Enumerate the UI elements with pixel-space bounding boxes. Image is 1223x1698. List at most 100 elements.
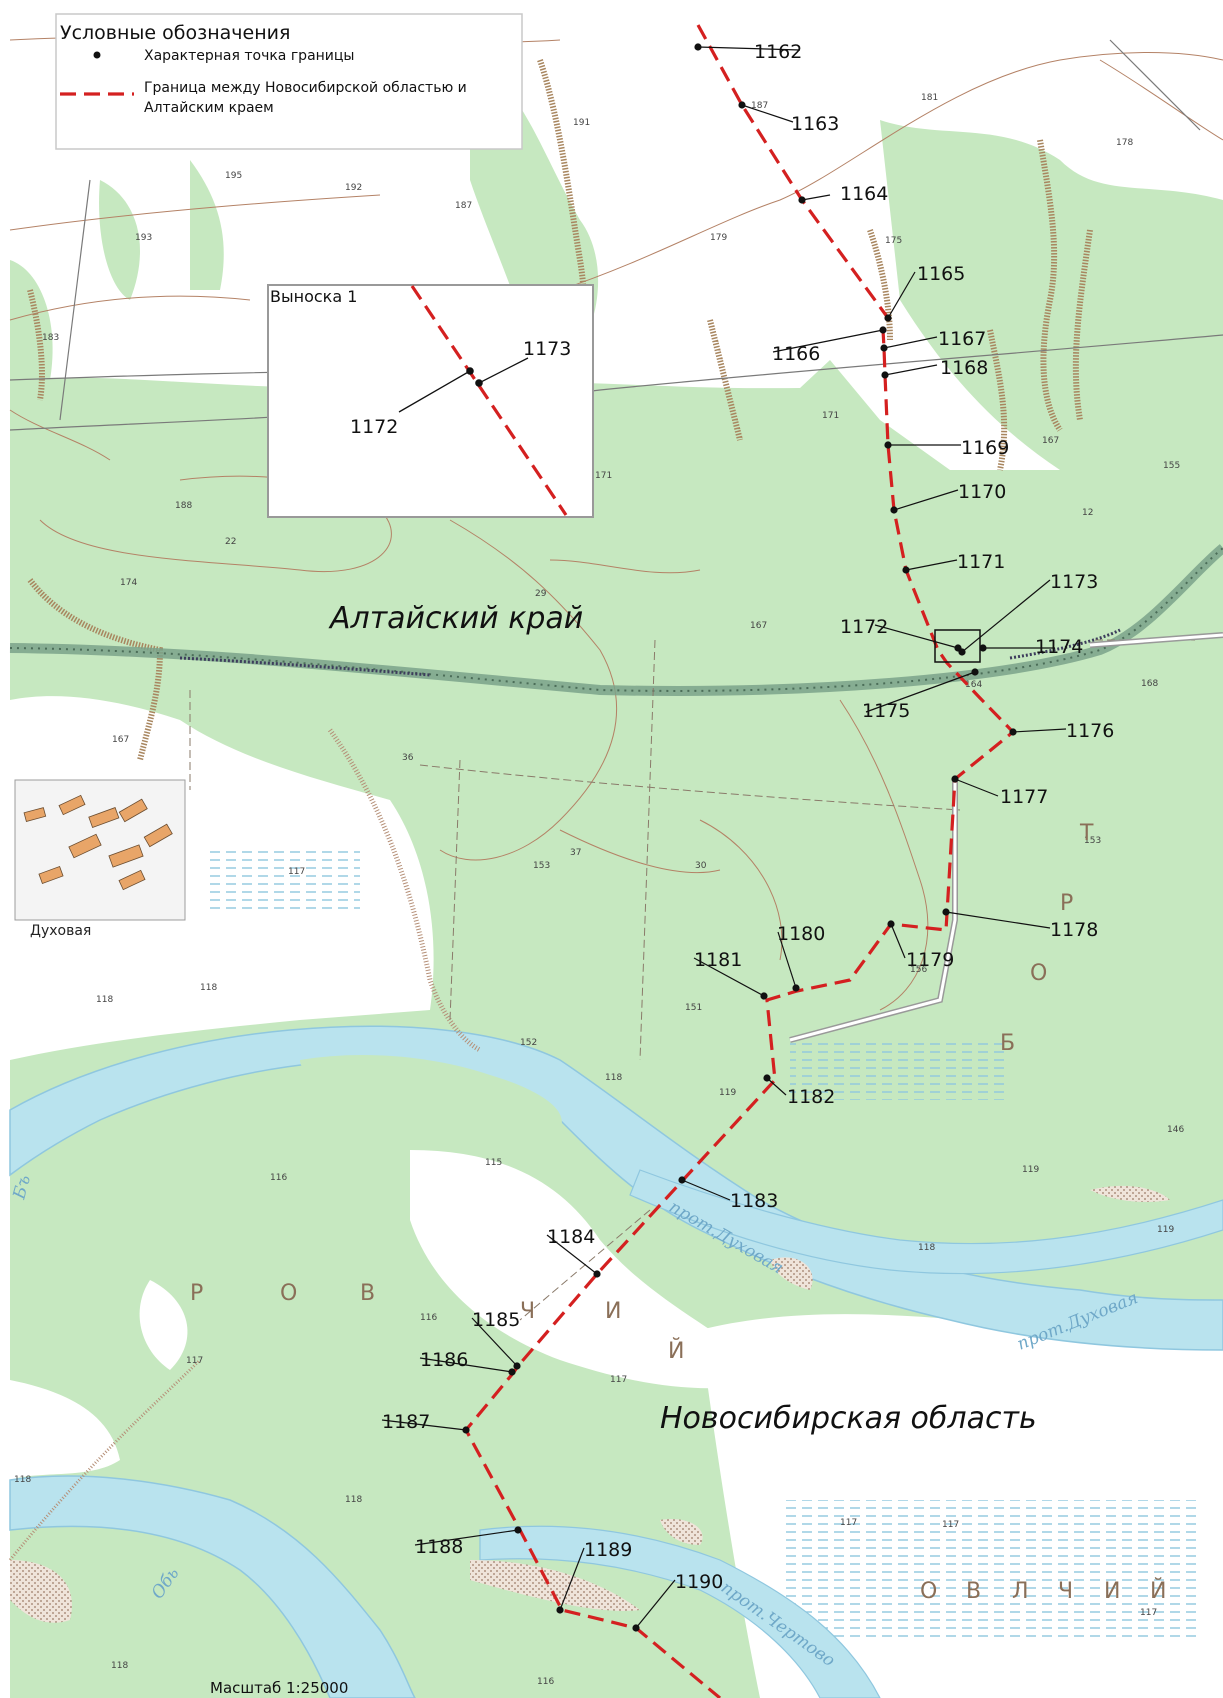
boundary-point-label-1177: 1177 (1000, 786, 1048, 808)
boundary-point-1183 (678, 1176, 686, 1184)
forest-letter: О (920, 1579, 937, 1604)
railway-section (1009, 628, 1121, 660)
boundary-point-label-1168: 1168 (940, 357, 988, 379)
boundary-point-1167 (880, 344, 888, 352)
escarpment (8, 1358, 202, 1561)
boundary-point-1190 (632, 1624, 640, 1632)
boundary-point-label-1175: 1175 (862, 700, 910, 722)
elevation-label: 192 (345, 183, 362, 193)
clearing (10, 1380, 120, 1480)
sand-bank (10, 1560, 72, 1623)
leader-line-1182 (766, 1077, 787, 1096)
clearing (139, 1280, 188, 1370)
road-fill (789, 780, 957, 1042)
marsh (790, 1040, 1010, 1100)
sand-bank (770, 1257, 813, 1290)
inset-box (267, 284, 594, 518)
elevation-label: 119 (1157, 1225, 1174, 1235)
elevation-label: 153 (1084, 836, 1101, 846)
boundary-point-label-1188: 1188 (415, 1536, 463, 1558)
elevation-label: 146 (1167, 1125, 1184, 1135)
forest-patch (190, 160, 224, 290)
boundary-point-label-1176: 1176 (1066, 720, 1114, 742)
legend-point-symbol (93, 51, 101, 59)
elevation-label: 167 (1042, 436, 1059, 446)
boundary-point-1163 (738, 101, 746, 109)
channel-dukhovaya (629, 1169, 1223, 1275)
elevation-label: 119 (1022, 1165, 1039, 1175)
elevation-label: 193 (135, 233, 152, 243)
elevation-label: 175 (885, 236, 902, 246)
legend-boundary-label-1: Граница между Новосибирской областью и (144, 80, 467, 96)
boundary-point-label-1189: 1189 (584, 1539, 632, 1561)
boundary-point-1166 (879, 326, 887, 334)
elevation-label: 118 (918, 1243, 935, 1253)
boundary-point-label-1186: 1186 (420, 1349, 468, 1371)
inset-title: Выноска 1 (270, 287, 357, 306)
elevation-label: 37 (570, 848, 581, 858)
boundary-point-1174 (979, 644, 987, 652)
scale-label: Масштаб 1:25000 (210, 1679, 348, 1697)
boundary-point-1170 (890, 506, 898, 514)
elevation-label: 156 (910, 965, 927, 975)
elevation-label: 167 (750, 621, 767, 631)
leader-line-1175 (865, 671, 976, 713)
elevation-label: 188 (175, 501, 192, 511)
railway-section (179, 656, 431, 677)
map-area: Духовая 19319519218719118717918117817518… (8, 13, 1223, 1698)
elevation-label: 153 (533, 861, 550, 871)
boundary-points: 1162116311641165116611671168116911701171… (381, 41, 1114, 1632)
boundary-point-label-1165: 1165 (917, 263, 965, 285)
leader-line-1170 (893, 489, 959, 511)
forest-letter: Л (1012, 1579, 1029, 1604)
elevation-label: 155 (1163, 461, 1180, 471)
boundary-point-label-1187: 1187 (382, 1411, 430, 1433)
forest-letter: Й (1150, 1578, 1166, 1604)
leader-line-1186 (419, 1357, 513, 1373)
elevation-label: 12 (1082, 508, 1093, 518)
forest-letter: Р (190, 1281, 203, 1306)
elevation-label: 117 (942, 1520, 959, 1530)
elevation-label: 167 (112, 735, 129, 745)
boundary-point-label-1171: 1171 (957, 551, 1005, 573)
village-name: Духовая (30, 923, 91, 939)
leader-line-1178 (945, 911, 1051, 929)
leader-line-1184 (546, 1234, 598, 1275)
boundary-point-label-1182: 1182 (787, 1086, 835, 1108)
elevation-label: 168 (1141, 679, 1158, 689)
boundary-point-1175 (971, 668, 979, 676)
boundary-point-label-1181: 1181 (694, 949, 742, 971)
boundary-point-label-1184: 1184 (547, 1226, 595, 1248)
boundary-point-label-1179: 1179 (906, 949, 954, 971)
leader-line-1176 (1012, 728, 1067, 733)
legend: Условные обозначения Характерная точка г… (55, 13, 523, 150)
forest-letter: Ч (520, 1299, 535, 1324)
leader-line-1179 (890, 923, 906, 959)
forest-patch (99, 180, 140, 300)
leader-line-1162 (697, 46, 801, 51)
leader-line-1173 (961, 579, 1051, 653)
legend-title: Условные обозначения (60, 22, 290, 44)
boundary-point-label-1174: 1174 (1035, 636, 1083, 658)
forest-letters: Б О Р Т Р О В Ч И Й О В Л Ч И Й (190, 821, 1166, 1604)
boundary-point-label-1167: 1167 (938, 328, 986, 350)
river-island (300, 1055, 562, 1130)
boundary-point-1181 (760, 992, 768, 1000)
elevation-label: 116 (537, 1677, 554, 1687)
tracks (189, 639, 1195, 1321)
forest-letter: Й (668, 1338, 684, 1364)
boundary-point-1186 (508, 1368, 516, 1376)
elevation-label: 30 (695, 861, 707, 871)
boundary-point-1187 (462, 1426, 470, 1434)
leader-line-1187 (381, 1419, 467, 1431)
region-label-altai: Алтайский край (328, 601, 583, 636)
forest-letter: Ч (1058, 1579, 1073, 1604)
forest-letter: Т (1079, 821, 1094, 846)
leader-line-1168 (884, 364, 938, 376)
region-label-novosibirsk: Новосибирская область (660, 1401, 1037, 1436)
elevation-label: 117 (610, 1375, 627, 1385)
boundary-point-label-1173: 1173 (1050, 571, 1098, 593)
elevation-label: 119 (719, 1088, 736, 1098)
legend-box (55, 13, 523, 150)
road-fill (1089, 633, 1223, 647)
